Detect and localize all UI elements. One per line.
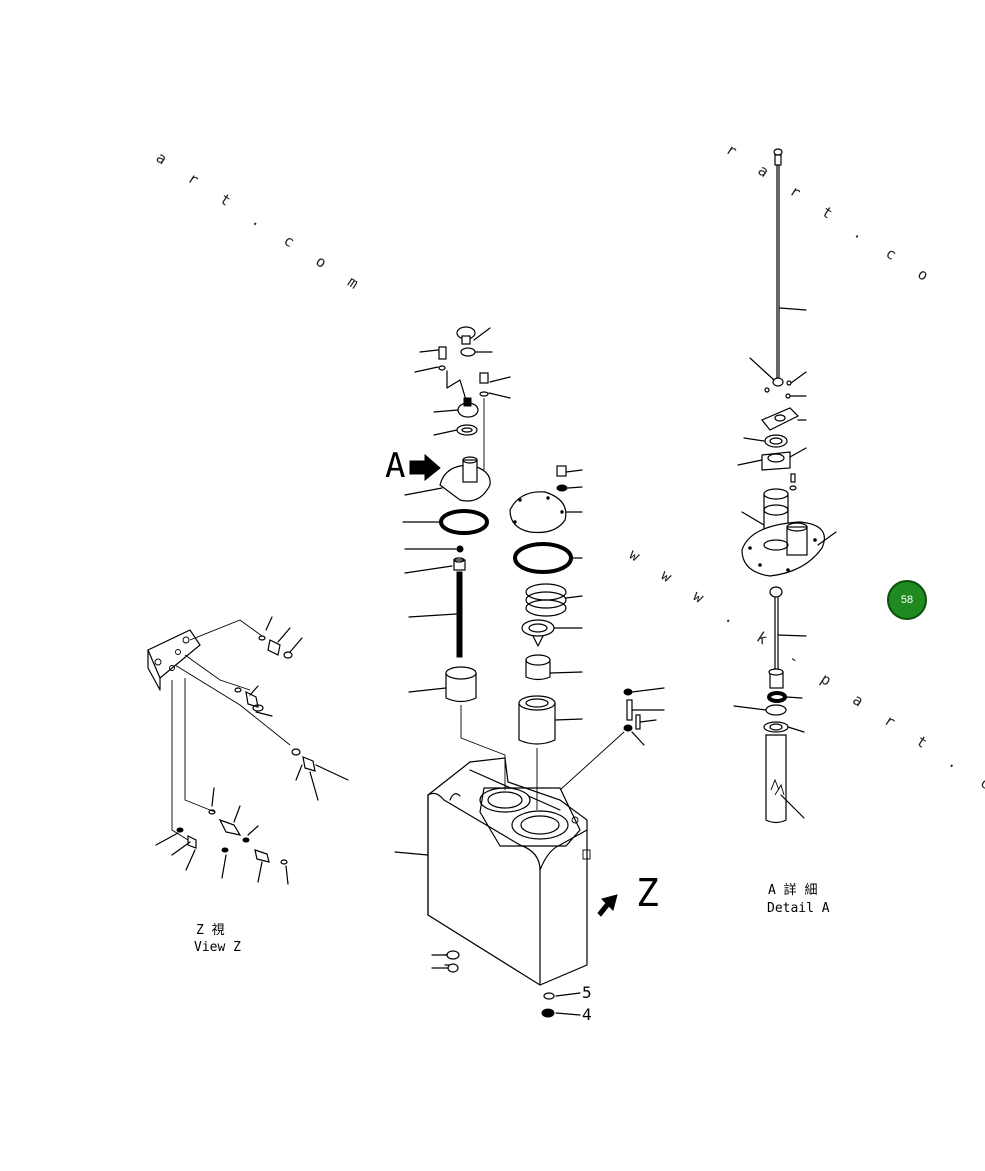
detail-a-label-jp: A 詳 細 xyxy=(768,882,817,898)
callout-5: 5 xyxy=(582,983,592,1002)
view-z-label-jp: Z 視 xyxy=(196,923,225,938)
page-badge[interactable]: 58 xyxy=(887,580,927,620)
detail-a-label-en: Detail A xyxy=(767,901,830,916)
view-z-label-en: View Z xyxy=(194,940,241,955)
filler-strainer-stack xyxy=(509,465,583,810)
level-gauge-fittings xyxy=(559,687,665,791)
watermark-middle-right: w w w . k - p a r t . c o xyxy=(626,545,985,819)
watermark-top-right: r a r t . c o xyxy=(723,140,940,290)
breather-stack xyxy=(402,326,511,790)
drain-plug xyxy=(431,950,581,1018)
view-label-z: Z xyxy=(636,871,659,915)
view-z-assembly xyxy=(147,616,349,885)
arrow-z-icon xyxy=(597,894,618,917)
arrow-a-icon xyxy=(409,453,441,482)
detail-a-assembly xyxy=(733,148,837,824)
hydraulic-tank xyxy=(427,757,591,986)
callout-4: 4 xyxy=(582,1005,592,1024)
watermark-top-left: a r t . c o m xyxy=(153,148,370,298)
view-label-a: A xyxy=(385,446,405,486)
